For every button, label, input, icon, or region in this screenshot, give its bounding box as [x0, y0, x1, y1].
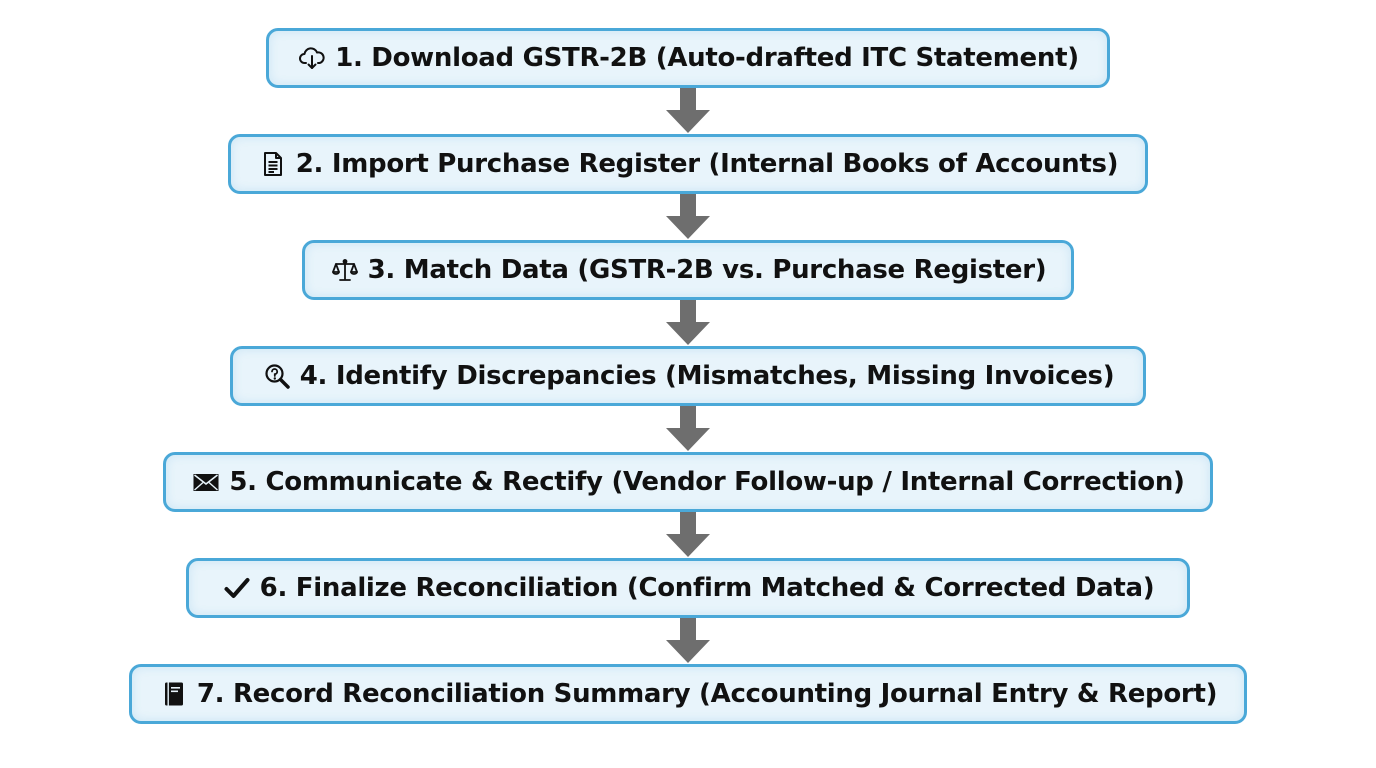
- flow-arrow-5: [665, 512, 711, 558]
- balance-scale-icon: [330, 255, 360, 285]
- step-7-record-summary: 7. Record Reconciliation Summary (Accoun…: [129, 664, 1247, 724]
- book-icon: [159, 679, 189, 709]
- step-1-label: 1. Download GSTR-2B (Auto-drafted ITC St…: [335, 43, 1079, 73]
- step-5-label: 5. Communicate & Rectify (Vendor Follow-…: [229, 467, 1185, 497]
- step-4-label: 4. Identify Discrepancies (Mismatches, M…: [299, 361, 1115, 391]
- cloud-download-icon: [297, 43, 327, 73]
- step-6-finalize-reconciliation: 6. Finalize Reconciliation (Confirm Matc…: [186, 558, 1190, 618]
- step-6-label: 6. Finalize Reconciliation (Confirm Matc…: [259, 573, 1155, 603]
- flow-arrow-6: [665, 618, 711, 664]
- step-2-label: 2. Import Purchase Register (Internal Bo…: [295, 149, 1119, 179]
- step-4-identify-discrepancies: 4. Identify Discrepancies (Mismatches, M…: [230, 346, 1146, 406]
- checkmark-icon: [222, 573, 252, 603]
- step-3-label: 3. Match Data (GSTR-2B vs. Purchase Regi…: [367, 255, 1047, 285]
- step-5-communicate-rectify: 5. Communicate & Rectify (Vendor Follow-…: [163, 452, 1213, 512]
- flow-arrow-2: [665, 194, 711, 240]
- flow-arrow-3: [665, 300, 711, 346]
- magnifier-question-icon: [262, 361, 292, 391]
- document-icon: [258, 149, 288, 179]
- flow-arrow-1: [665, 88, 711, 134]
- step-3-match-data: 3. Match Data (GSTR-2B vs. Purchase Regi…: [302, 240, 1074, 300]
- step-7-label: 7. Record Reconciliation Summary (Accoun…: [196, 679, 1218, 709]
- envelope-icon: [191, 467, 221, 497]
- flow-arrow-4: [665, 406, 711, 452]
- step-2-import-purchase-register: 2. Import Purchase Register (Internal Bo…: [228, 134, 1148, 194]
- step-1-download-gstr-2b: 1. Download GSTR-2B (Auto-drafted ITC St…: [266, 28, 1110, 88]
